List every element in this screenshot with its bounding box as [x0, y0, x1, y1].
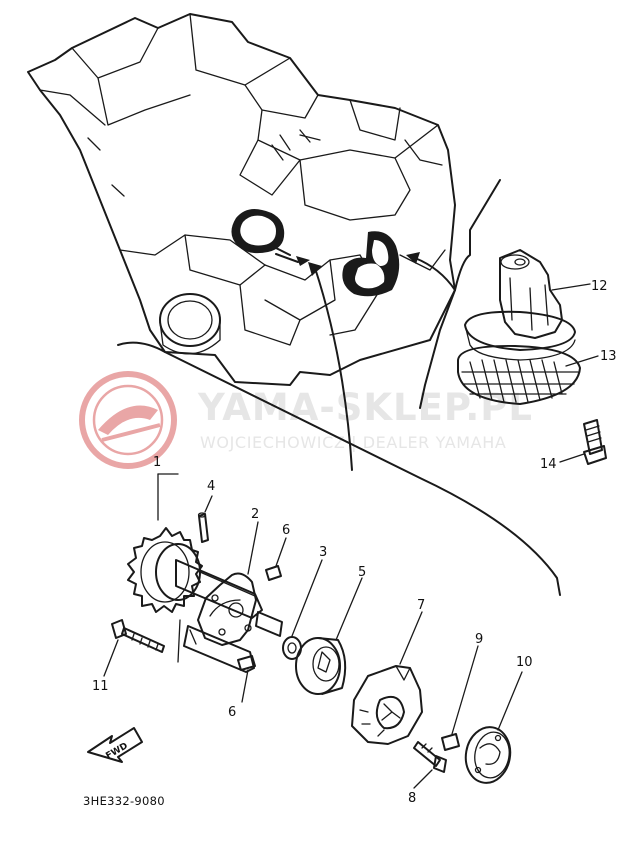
pin-part-4 [197, 512, 209, 543]
callout-11: 11 [92, 679, 109, 694]
dowel-pin-part-9 [441, 733, 460, 751]
callout-3: 3 [319, 545, 327, 560]
callout-7: 7 [417, 598, 425, 613]
oil-strainer-part-12 [464, 249, 576, 361]
oil-pump-cover-part-7 [351, 665, 423, 745]
forward-direction-arrow: FWD [87, 727, 143, 763]
dowel-pin-part-6-upper [265, 565, 282, 581]
callout-4: 4 [207, 479, 215, 494]
callout-6-upper: 6 [282, 523, 290, 538]
watermark-title: YAMA-SKLEP.PL [197, 386, 533, 429]
oil-pump-gear-shaft-part-1 [127, 527, 283, 673]
screw-part-8 [413, 741, 447, 773]
callout-5: 5 [358, 565, 366, 580]
leader-lines [103, 283, 599, 789]
callout-10: 10 [516, 655, 533, 670]
watermark-logo [79, 371, 177, 469]
bolt-part-11 [111, 619, 165, 653]
crankcase [27, 13, 456, 386]
oil-pump-rotor-housing-part-2 [197, 572, 257, 646]
watermark-subtitle: WOJCIECHOWICZ | DEALER YAMAHA [200, 433, 506, 452]
strainer-screen-part-13 [457, 344, 581, 405]
callout-2: 2 [251, 507, 259, 522]
watermark: YAMA-SKLEP.PL WOJCIECHOWICZ | DEALER YAM… [79, 371, 533, 469]
group-bracket-pump [117, 341, 561, 596]
callout-14: 14 [540, 457, 557, 472]
callout-9: 9 [475, 632, 483, 647]
screw-part-14 [583, 419, 607, 465]
callout-labels: 1 2 3 4 5 6 6 7 8 9 10 11 12 13 14 [92, 279, 617, 806]
outer-rotor-part-5 [295, 637, 347, 695]
group-bracket-strainer [419, 179, 501, 409]
fwd-label: FWD [104, 741, 129, 761]
callout-13: 13 [600, 349, 617, 364]
diagram-code: 3HE332-9080 [83, 794, 165, 808]
callout-12: 12 [591, 279, 608, 294]
callout-8: 8 [408, 791, 416, 806]
callout-1: 1 [153, 455, 161, 470]
callout-6-lower: 6 [228, 705, 236, 720]
dowel-pin-part-6-lower [237, 655, 256, 671]
cover-plate-part-10 [464, 726, 512, 784]
flow-arrow-to-right-opening [414, 257, 456, 291]
